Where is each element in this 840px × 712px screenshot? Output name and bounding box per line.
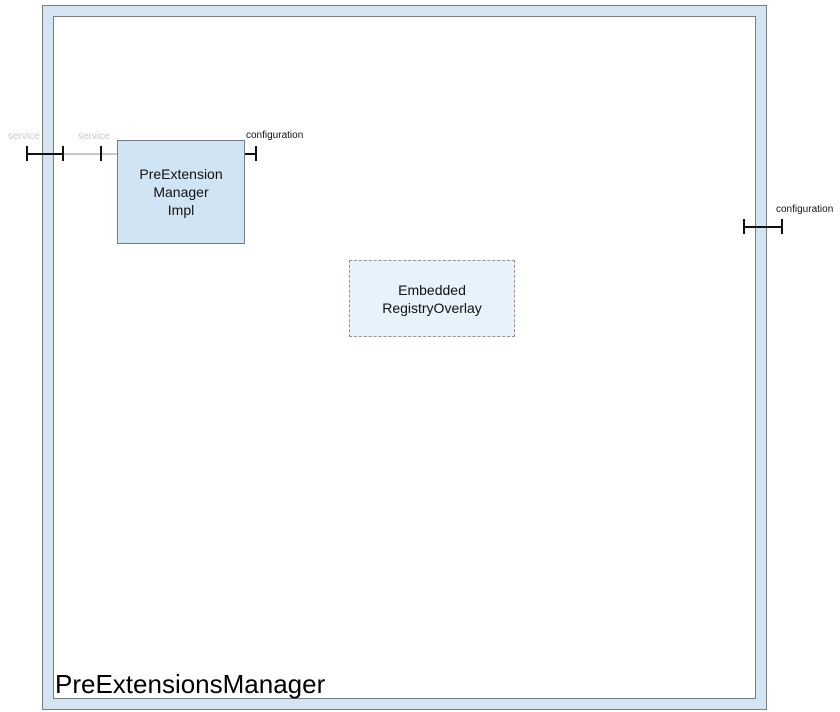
port-line (245, 153, 257, 155)
port-tick (781, 219, 783, 234)
composite-body (53, 16, 756, 699)
port-tick (62, 146, 64, 161)
component-label: Embedded RegistryOverlay (382, 281, 482, 317)
port-line (743, 226, 783, 228)
port-line (64, 153, 117, 155)
component-embedded-registry-overlay[interactable]: Embedded RegistryOverlay (349, 260, 515, 337)
port-label-configuration: configuration (246, 130, 304, 141)
component-label-line: Embedded (398, 281, 466, 298)
port-label-service: service (8, 131, 40, 142)
port-label-configuration: configuration (776, 204, 834, 215)
composite-membrane (42, 5, 767, 710)
component-label-line: PreExtension (139, 166, 223, 182)
port-tick (100, 146, 102, 161)
composite-title: PreExtensionsManager (55, 669, 326, 699)
component-pre-extension-manager-impl[interactable]: PreExtension Manager Impl (117, 140, 245, 244)
port-tick (255, 146, 257, 161)
port-label-service: service (78, 131, 110, 142)
component-label-line: Impl (167, 202, 195, 218)
port-line (26, 153, 64, 155)
component-label-line: RegistryOverlay (382, 299, 482, 316)
component-label-line: Manager (153, 184, 209, 200)
component-label: PreExtension Manager Impl (139, 165, 222, 219)
